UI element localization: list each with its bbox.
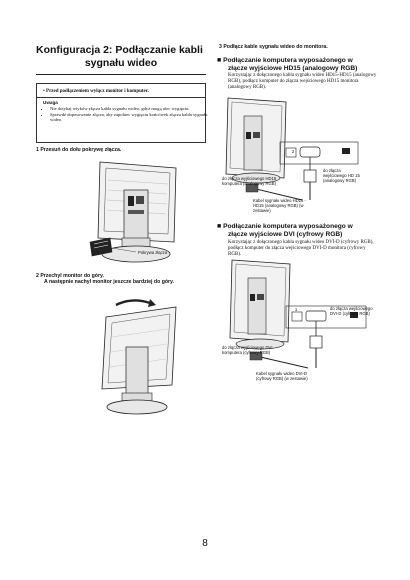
section-hd15-heading: ■ Podłączanie komputera wyposażonego w z…: [217, 57, 392, 72]
hd15-connection-illustration: [225, 97, 359, 201]
section-dvi-body: Korzystając z dołączonego kabla sygnału …: [228, 240, 374, 257]
step2-label: 2 Przechyl monitor do góry. A następnie …: [36, 273, 216, 286]
page-title-line2: sygnału wideo: [84, 57, 158, 69]
step1-label: 1 Przesuń do dołu pokrywę złącza.: [36, 147, 122, 153]
warning-heading: Uwaga: [43, 100, 58, 105]
dvi-computer-caption: do złącza wyjściowego DVI komputera (cyf…: [222, 345, 273, 355]
section-hd15-heading-line2: złącze wyjściowe HD15 (analogowy RGB): [228, 64, 358, 72]
step2-line2: A następnie nachyl monitor jeszcze bardz…: [44, 279, 175, 286]
section-dvi-heading: ■ Podłączanie komputera wyposażonego w z…: [217, 223, 392, 238]
monitor-tilt-illustration: [101, 299, 177, 415]
step3-label: 3 Podłącz kable sygnału wideo do monitor…: [219, 44, 328, 50]
hd15-computer-caption: do złącza wyjściowego HD15 komputera (an…: [222, 176, 277, 186]
dvi-cable-caption: Kabel sygnału wideo DVI-D (cyfrowy RGB) …: [256, 371, 308, 381]
title-divider: [36, 74, 206, 75]
section-dvi-heading-line2: złącze wyjściowe DVI (cyfrowy RGB): [228, 230, 343, 238]
dvi-input-caption: do złącza wejściowego DVI-D (cyfrowy RGB…: [330, 306, 373, 316]
warning-item: Sprawdź dopasowanie złącza, aby zapobiec…: [50, 112, 208, 123]
warning-list: Nie dotykaj wtyków złącza kabla sygnału …: [43, 106, 208, 123]
section-hd15-body: Korzystając z dołączonego kabla sygnału …: [228, 73, 377, 90]
page-number: 8: [202, 538, 208, 549]
monitor-back-illustration: [89, 161, 177, 263]
warning-box: • Przed podłączeniem wyłącz monitor i ko…: [36, 83, 208, 143]
cover-caption: Pokrywa złącza: [138, 250, 168, 255]
warning-divider: [37, 97, 205, 98]
bullet-square-icon: ■: [217, 57, 222, 64]
hd15-port-number: 2: [291, 149, 295, 154]
page-title: Konfiguracja 2: Podłączanie kabli sygnał…: [36, 44, 206, 70]
step2-line1: 2 Przechyl monitor do góry.: [36, 273, 104, 279]
page-title-line1: Konfiguracja 2: Podłączanie kabli: [36, 44, 203, 56]
dvi-port-number: 1: [294, 307, 298, 312]
hd15-cable-caption: Kabel sygnału wideo HD15 - HD15 (analogo…: [253, 198, 306, 213]
hd15-input-caption: do złącza wejściowego HD 15 (analogowy R…: [323, 168, 360, 183]
section-hd15-heading-line1: Podłączanie komputera wyposażonego w: [223, 57, 353, 64]
bullet-square-icon: ■: [217, 223, 222, 230]
warning-main-text: Przed podłączeniem wyłącz monitor i komp…: [46, 89, 149, 94]
section-dvi-heading-line1: Podłączanie komputera wyposażonego w: [223, 223, 353, 230]
warning-item: Nie dotykaj wtyków złącza kabla sygnału …: [50, 106, 208, 112]
dvi-connection-illustration: [229, 259, 367, 369]
warning-main: • Przed podłączeniem wyłącz monitor i ko…: [43, 89, 149, 94]
